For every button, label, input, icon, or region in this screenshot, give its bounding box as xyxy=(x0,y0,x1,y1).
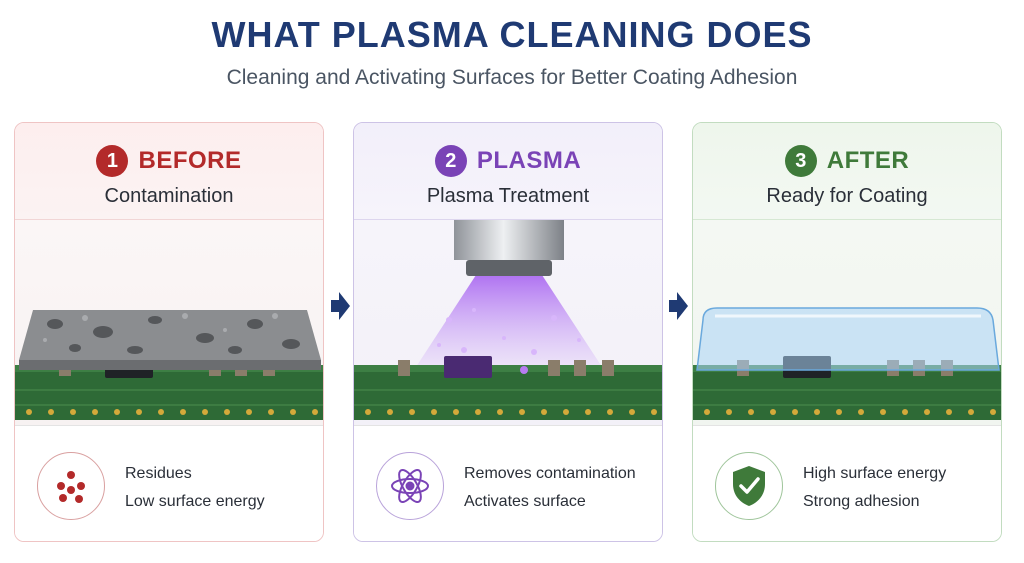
panel-before: 1 BEFORE Contamination xyxy=(14,122,324,542)
panel-after: 3 AFTER Ready for Coating xyxy=(692,122,1002,542)
panel-header: 1 BEFORE Contamination xyxy=(15,123,323,220)
residue-dots-icon xyxy=(37,452,105,520)
panel-footer: Residues Low surface energy xyxy=(15,425,323,541)
step-number-badge: 2 xyxy=(434,145,467,177)
shield-check-icon xyxy=(715,452,783,520)
panel-header: 2 PLASMA Plasma Treatment xyxy=(354,123,662,220)
step-subtitle: Contamination xyxy=(104,185,234,207)
footer-line-1: Residues xyxy=(125,465,192,482)
step-number-badge: 1 xyxy=(96,145,129,177)
panel-footer: Removes contamination Activates surface xyxy=(354,425,662,541)
atom-icon xyxy=(376,452,444,520)
step-label: BEFORE xyxy=(138,147,242,174)
page-subtitle: Cleaning and Activating Surfaces for Bet… xyxy=(226,66,798,89)
step-number-badge: 3 xyxy=(784,145,817,177)
arrow-right-icon xyxy=(331,292,350,320)
footer-line-2: Activates surface xyxy=(464,493,586,510)
footer-line-2: Low surface energy xyxy=(125,493,265,510)
step-label: PLASMA xyxy=(476,147,582,174)
panel-plasma: 2 PLASMA Plasma Treatment xyxy=(353,122,663,542)
step-subtitle: Ready for Coating xyxy=(766,185,928,207)
footer-line-1: Removes contamination xyxy=(464,465,636,482)
arrow-right-icon xyxy=(669,292,688,320)
panel-footer: High surface energy Strong adhesion xyxy=(693,425,1001,541)
footer-line-2: Strong adhesion xyxy=(803,493,920,510)
step-label: AFTER xyxy=(826,147,910,174)
panel-header: 3 AFTER Ready for Coating xyxy=(693,123,1001,220)
footer-line-1: High surface energy xyxy=(803,465,947,482)
illustration-plasma-treatment xyxy=(354,220,662,425)
illustration-contaminated-pcb xyxy=(15,220,323,425)
step-subtitle: Plasma Treatment xyxy=(426,185,590,207)
page-title: WHAT PLASMA CLEANING DOES xyxy=(211,14,813,55)
illustration-coated-pcb xyxy=(693,220,1001,425)
